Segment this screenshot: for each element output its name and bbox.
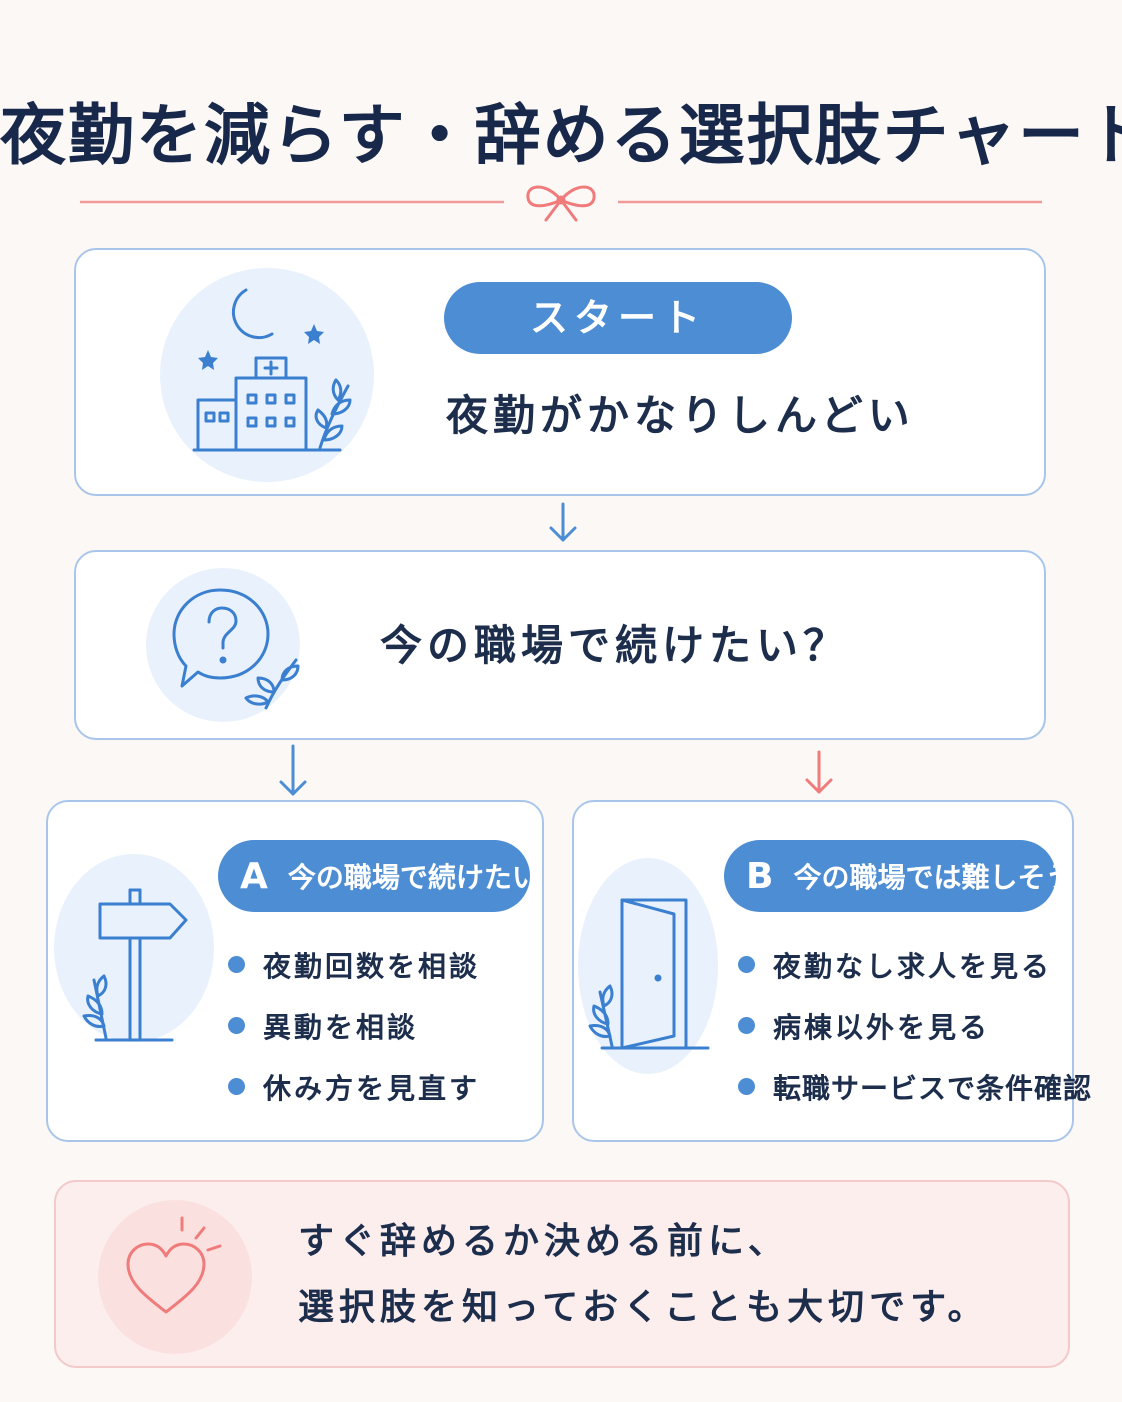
open-door-icon bbox=[588, 898, 710, 1050]
hospital-night-icon bbox=[192, 288, 352, 452]
bullet-icon bbox=[738, 956, 755, 973]
question-bubble-icon bbox=[172, 588, 300, 710]
list-item: 夜勤回数を相談 bbox=[228, 934, 480, 995]
start-text: 夜勤がかなりしんどい bbox=[446, 391, 915, 440]
option-b-illustration-bg bbox=[578, 858, 718, 1074]
ribbon-icon bbox=[526, 185, 596, 222]
signpost-icon bbox=[82, 888, 188, 1042]
arrow-down-icon bbox=[279, 744, 307, 796]
bullet-icon bbox=[228, 1017, 245, 1034]
page-title: 夜勤を減らす・辞める選択肢チャート bbox=[0, 97, 1122, 174]
list-item: 夜勤なし求人を見る bbox=[738, 934, 1092, 995]
list-item: 休み方を見直す bbox=[228, 1056, 480, 1117]
arrow-down-icon bbox=[549, 502, 577, 542]
bullet-icon bbox=[228, 956, 245, 973]
option-b-list: 夜勤なし求人を見る 病棟以外を見る 転職サービスで条件確認 bbox=[738, 934, 1092, 1117]
list-item: 転職サービスで条件確認 bbox=[738, 1056, 1092, 1117]
start-label-pill: スタート bbox=[444, 282, 792, 354]
heart-illustration-bg bbox=[98, 1200, 252, 1354]
option-b-letter: B bbox=[746, 855, 774, 897]
ribbon-divider bbox=[80, 185, 1042, 222]
heart-icon bbox=[126, 1216, 222, 1314]
list-item: 異動を相談 bbox=[228, 995, 480, 1056]
option-a-badge: A 今の職場で続けたい bbox=[218, 840, 540, 912]
option-a-letter: A bbox=[240, 855, 268, 897]
note-line-2: 選択肢を知っておくことも大切です。 bbox=[298, 1287, 989, 1328]
bullet-icon bbox=[738, 1017, 755, 1034]
note-line-1: すぐ辞めるか決める前に、 bbox=[298, 1221, 789, 1262]
option-a-list: 夜勤回数を相談 異動を相談 休み方を見直す bbox=[228, 934, 480, 1117]
option-b-badge: B 今の職場では難しそう bbox=[724, 840, 1073, 912]
bullet-icon bbox=[228, 1078, 245, 1095]
option-b-label: 今の職場では難しそう bbox=[793, 861, 1074, 894]
option-a-label: 今の職場で続けたい bbox=[287, 861, 540, 894]
option-a-illustration-bg bbox=[54, 854, 214, 1042]
arrow-down-icon bbox=[805, 750, 833, 794]
question-text: 今の職場で続けたい？ bbox=[380, 621, 851, 670]
bullet-icon bbox=[738, 1078, 755, 1095]
list-item: 病棟以外を見る bbox=[738, 995, 1092, 1056]
start-illustration-bg bbox=[160, 268, 374, 482]
